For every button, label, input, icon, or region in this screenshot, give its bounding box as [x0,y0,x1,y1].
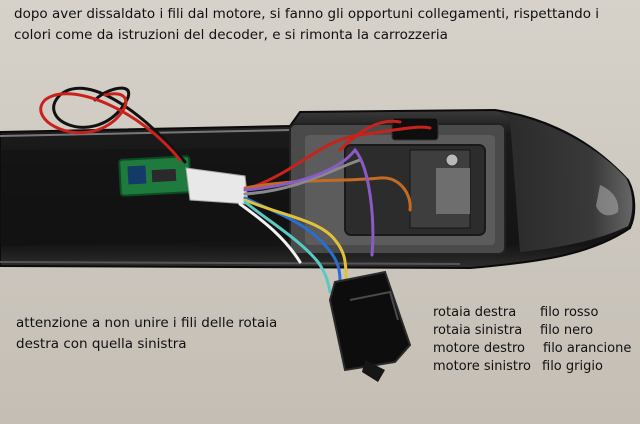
nose-light [596,185,619,216]
wiring-connection-4: motore sinistro [433,359,531,374]
locomotive-nose [500,112,633,252]
chassis-inner-rail [0,148,300,246]
caption-top-line2: colori come da istruzioni del decoder, e… [14,27,448,43]
wire-purple [243,147,375,257]
wire-grey [243,158,362,196]
decoder-chip [127,165,147,185]
caption-top: dopo aver dissaldato i fili dal motore, … [14,4,599,46]
wiring-connection-3: motore destro [433,341,525,356]
motor-contact [445,153,459,167]
caption-warning-line1: attenzione a non unire i fili delle rota… [16,315,278,331]
wire-yellow [243,198,348,280]
caption-warning-line2: destra con quella sinistra [16,336,187,352]
caption-warning: attenzione a non unire i fili delle rota… [16,313,277,355]
wire-orange [243,176,412,212]
caption-top-line1: dopo aver dissaldato i fili dal motore, … [14,6,600,22]
wires [39,86,432,294]
tape-flap [362,360,385,382]
tape-highlight [349,290,399,321]
chassis-highlight [0,129,291,137]
decoder-component [151,168,177,183]
insulating-tape [328,270,412,372]
wire-black [52,86,187,164]
wire-teal [243,200,332,294]
chassis-bottom-highlight [0,261,461,265]
wiring-connection-2: rotaia sinistra [433,323,523,338]
wire-white [238,202,302,264]
wiring-wire-2: filo nero [540,323,594,338]
wiring-connection-1: rotaia destra [433,305,517,320]
wiring-wire-3: filo arancione [543,341,632,356]
wiring-wire-1: filo rosso [540,305,599,320]
motor-brush-plate [436,168,470,214]
wiring-wire-4: filo grigio [542,359,603,374]
wire-red-motor [338,119,402,152]
